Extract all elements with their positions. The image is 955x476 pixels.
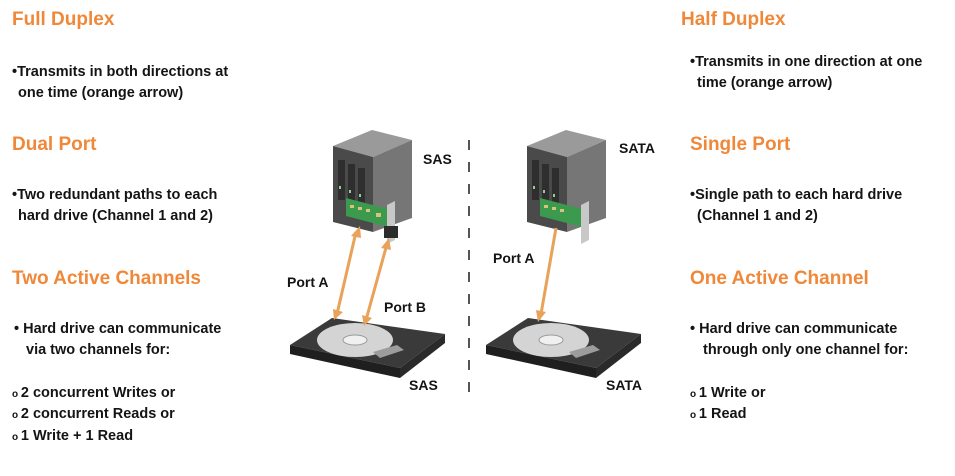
sata-port-a-arrow xyxy=(536,227,558,322)
sas-server-icon xyxy=(333,130,412,244)
sas-server-label: SAS xyxy=(423,151,452,167)
port-b-sas-label: Port B xyxy=(384,299,426,315)
two-active-item-1: o 2 concurrent Writes or xyxy=(12,385,176,401)
half-duplex-line-2: time (orange arrow) xyxy=(697,75,833,91)
dual-port-line-2: hard drive (Channel 1 and 2) xyxy=(18,208,213,224)
full-duplex-heading: Full Duplex xyxy=(12,9,115,30)
two-active-item-2: o 2 concurrent Reads or xyxy=(12,406,175,422)
single-port-line-1: •Single path to each hard drive xyxy=(690,187,903,203)
two-active-item-3: o 1 Write + 1 Read xyxy=(12,428,134,444)
sata-server-label: SATA xyxy=(619,140,656,156)
two-active-channels-heading: Two Active Channels xyxy=(12,268,201,289)
half-duplex-heading: Half Duplex xyxy=(681,9,786,30)
one-active-line-1: • Hard drive can communicate xyxy=(690,321,898,337)
full-duplex-line-2: one time (orange arrow) xyxy=(18,85,184,101)
dual-port-heading: Dual Port xyxy=(12,134,97,155)
single-port-heading: Single Port xyxy=(690,134,791,155)
port-a-sata-label: Port A xyxy=(493,250,535,266)
two-active-line-2: via two channels for: xyxy=(26,342,171,358)
full-duplex-line-1: •Transmits in both directions at xyxy=(12,64,229,80)
one-active-channel-heading: One Active Channel xyxy=(690,268,869,289)
one-active-item-1: o 1 Write or xyxy=(690,385,766,401)
sata-drive-label: SATA xyxy=(606,377,643,393)
single-port-line-2: (Channel 1 and 2) xyxy=(697,208,818,224)
two-active-line-1: • Hard drive can communicate xyxy=(14,321,222,337)
sas-drive-icon xyxy=(290,318,445,378)
sas-port-b-arrow xyxy=(362,238,391,326)
one-active-item-2: o 1 Read xyxy=(690,406,747,422)
sas-drive-label: SAS xyxy=(409,377,438,393)
sata-server-icon xyxy=(527,130,606,244)
half-duplex-line-1: •Transmits in one direction at one xyxy=(690,54,923,70)
dual-port-line-1: •Two redundant paths to each xyxy=(12,187,218,203)
sata-drive-icon xyxy=(486,318,641,378)
sas-port-a-arrow xyxy=(333,226,361,320)
one-active-line-2: through only one channel for: xyxy=(703,342,909,358)
port-a-sas-label: Port A xyxy=(287,274,329,290)
